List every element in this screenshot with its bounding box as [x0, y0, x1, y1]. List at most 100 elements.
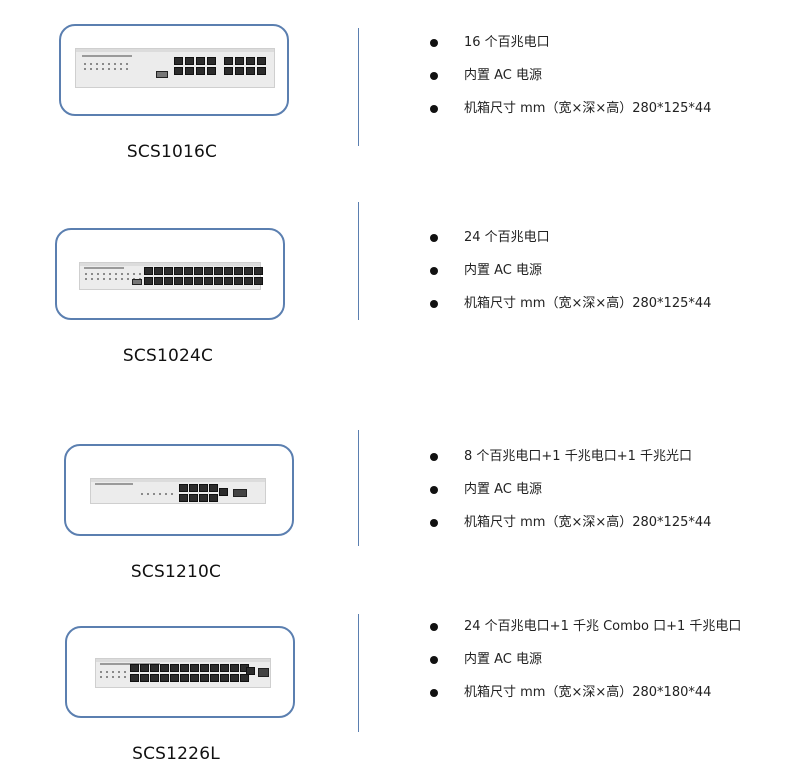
bullet-icon [430, 453, 438, 461]
port-icon [196, 67, 205, 75]
led-icon [102, 68, 104, 70]
port-icon [220, 674, 229, 682]
spec-item: 8 个百兆电口+1 千兆电口+1 千兆光口 [428, 447, 711, 480]
port-icon [257, 57, 266, 65]
led-icon [106, 671, 108, 673]
port-icon [220, 664, 229, 672]
bullet-icon [430, 519, 438, 527]
led-icon [91, 278, 93, 280]
led-icon [141, 493, 143, 495]
led-icon [103, 273, 105, 275]
spec-item: 内置 AC 电源 [428, 650, 741, 683]
switch-16-port-icon [75, 48, 275, 88]
switch-24-port-icon [79, 262, 263, 290]
bullet-icon [430, 234, 438, 242]
port-icon [185, 67, 194, 75]
port-icon [199, 484, 208, 492]
led-icon [159, 493, 161, 495]
port-icon [164, 267, 173, 275]
port-icon [144, 267, 153, 275]
port-icon [160, 664, 169, 672]
led-icon [165, 493, 167, 495]
port-icon [190, 664, 199, 672]
port-icon [190, 674, 199, 682]
bullet-icon [430, 486, 438, 494]
port-icon [234, 277, 243, 285]
port-icon [235, 57, 244, 65]
port-icon [189, 484, 198, 492]
led-icon [153, 493, 155, 495]
spec-item: 机箱尺寸 mm（宽×深×高）280*125*44 [428, 513, 711, 546]
port-icon [254, 267, 263, 275]
port-icon [189, 494, 198, 502]
port-icon [140, 664, 149, 672]
port-icon [179, 494, 188, 502]
led-icon [84, 68, 86, 70]
model-name: SCS1210C [130, 562, 222, 582]
led-icon [100, 671, 102, 673]
led-icon [96, 63, 98, 65]
spec-list: 8 个百兆电口+1 千兆电口+1 千兆光口 内置 AC 电源 机箱尺寸 mm（宽… [428, 447, 711, 546]
port-icon [234, 267, 243, 275]
product-image-frame [55, 228, 285, 320]
led-icon [124, 671, 126, 673]
port-icon [209, 484, 218, 492]
led-icon [102, 63, 104, 65]
switch-8-port-icon [90, 478, 266, 504]
port-icon [230, 664, 239, 672]
port-icon [210, 664, 219, 672]
port-icon [257, 67, 266, 75]
port-icon [207, 67, 216, 75]
port-icon [180, 664, 189, 672]
led-icon [121, 278, 123, 280]
led-icon [118, 676, 120, 678]
port-icon [174, 57, 183, 65]
port-icon [254, 277, 263, 285]
port-icon [164, 277, 173, 285]
port-icon [179, 484, 188, 492]
product-image-frame [65, 626, 295, 718]
port-icon [154, 267, 163, 275]
led-icon [124, 676, 126, 678]
divider [358, 28, 359, 146]
led-icon [85, 273, 87, 275]
switch-24-port-combo-icon [95, 658, 271, 688]
port-icon [199, 494, 208, 502]
led-icon [126, 63, 128, 65]
port-icon [200, 674, 209, 682]
model-name: SCS1016C [126, 142, 218, 162]
port-icon [244, 267, 253, 275]
divider [358, 202, 359, 320]
port-icon [140, 674, 149, 682]
spec-item: 内置 AC 电源 [428, 66, 711, 99]
led-icon [115, 278, 117, 280]
model-name: SCS1226L [132, 744, 220, 764]
bullet-icon [430, 689, 438, 697]
led-icon [100, 676, 102, 678]
led-icon [127, 278, 129, 280]
port-icon [174, 267, 183, 275]
port-icon [240, 674, 249, 682]
led-icon [108, 63, 110, 65]
led-icon [108, 68, 110, 70]
product-image-frame [64, 444, 294, 536]
port-icon [224, 267, 233, 275]
led-icon [106, 676, 108, 678]
port-icon [130, 674, 139, 682]
port-icon [144, 277, 153, 285]
led-icon [121, 273, 123, 275]
port-icon [170, 664, 179, 672]
spec-item: 内置 AC 电源 [428, 480, 711, 513]
bullet-icon [430, 267, 438, 275]
led-icon [112, 676, 114, 678]
led-icon [126, 68, 128, 70]
spec-item: 24 个百兆电口+1 千兆 Combo 口+1 千兆电口 [428, 617, 741, 650]
led-icon [97, 278, 99, 280]
port-icon [204, 267, 213, 275]
led-icon [115, 273, 117, 275]
port-icon [174, 277, 183, 285]
port-icon [194, 267, 203, 275]
spec-item: 16 个百兆电口 [428, 33, 711, 66]
led-icon [133, 273, 135, 275]
port-icon [180, 674, 189, 682]
